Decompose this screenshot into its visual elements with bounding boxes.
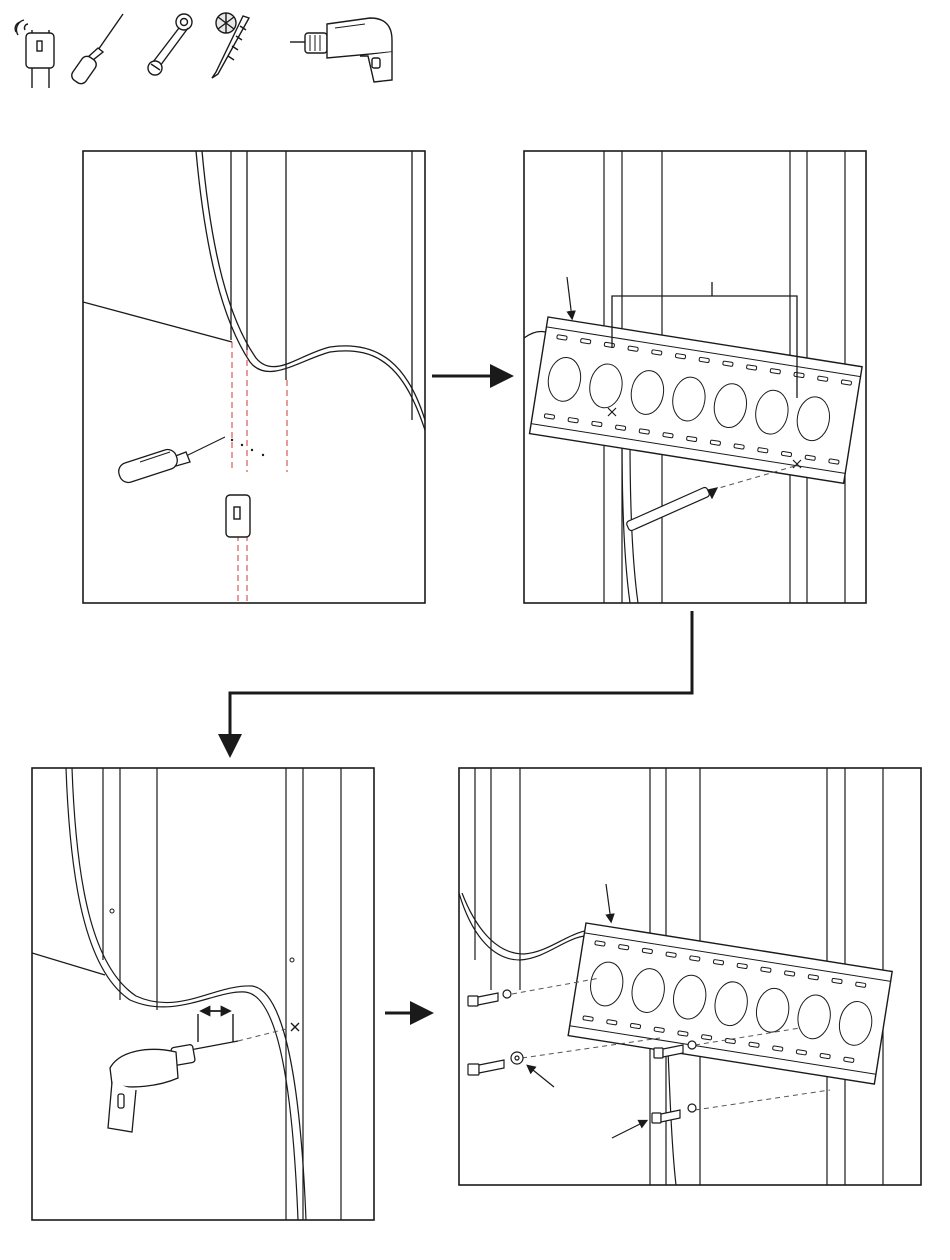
tools-row [15, 13, 392, 88]
drill-bit-icon [212, 13, 249, 78]
step-4-panel [459, 768, 921, 1185]
arrow-step-2-to-3 [230, 611, 692, 752]
screwdriver-icon [69, 14, 123, 86]
step-1-panel [83, 151, 425, 603]
step-3-panel [32, 768, 374, 1220]
stud-finder-device-icon [226, 495, 250, 537]
step-2-panel [524, 151, 866, 603]
power-drill-icon [290, 18, 392, 82]
wrench-icon [148, 14, 192, 75]
stud-finder-icon [15, 20, 54, 88]
